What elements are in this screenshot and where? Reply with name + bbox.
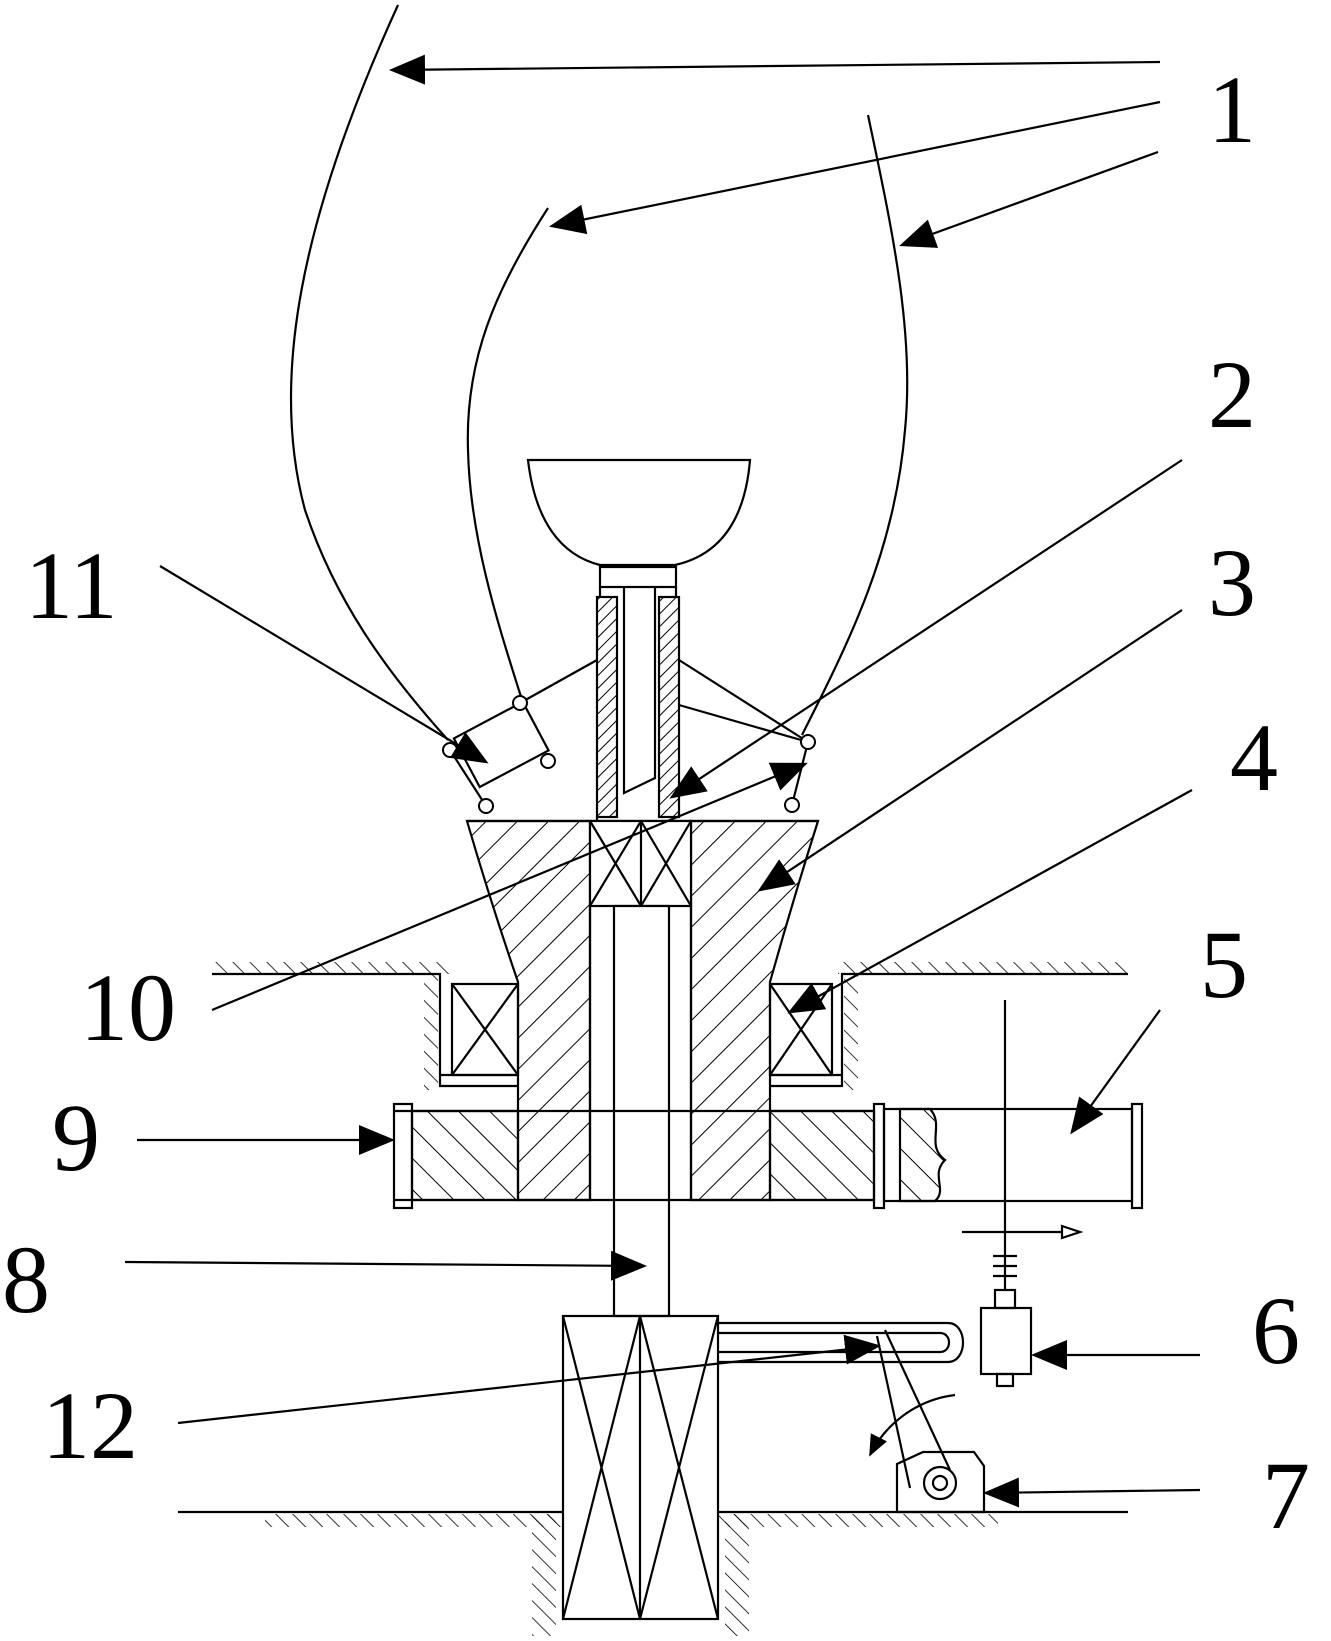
- gear-left-hatched: [412, 1111, 518, 1200]
- link-right-mid: [679, 705, 808, 742]
- label-1: 1: [1208, 56, 1256, 163]
- ground-right-hatch: [718, 1514, 998, 1527]
- label-4: 4: [1230, 704, 1278, 811]
- housing-right-side-hatch: [844, 974, 858, 1090]
- label-7: 7: [1262, 1442, 1310, 1549]
- label-9: 9: [52, 1084, 100, 1191]
- sensor-top-cap: [995, 1290, 1015, 1308]
- leader-1b: [552, 102, 1160, 226]
- petal-right: [802, 115, 907, 735]
- leader-7: [986, 1490, 1200, 1493]
- spring-band: [718, 1323, 963, 1362]
- drive-gear-rim-right: [1132, 1104, 1142, 1208]
- pivot-inner: [933, 1476, 947, 1490]
- pit-left-hatch: [532, 1514, 556, 1636]
- link-right-lower: [792, 742, 808, 805]
- sensor-bottom-cap: [997, 1374, 1013, 1386]
- joint-c: [443, 743, 457, 757]
- gear-left-rim: [394, 1104, 412, 1208]
- label-8: 8: [2, 1226, 50, 1333]
- label-10: 10: [80, 954, 176, 1061]
- label-11: 11: [25, 532, 117, 639]
- link-right-upper: [679, 660, 808, 742]
- label-3: 3: [1208, 529, 1256, 636]
- slider-block: [454, 702, 549, 787]
- link-left-upper: [520, 660, 597, 703]
- lever-arm-left: [877, 1336, 910, 1488]
- label-2: 2: [1208, 341, 1256, 448]
- spring-inner: [718, 1333, 949, 1352]
- leader-11: [160, 566, 486, 762]
- petal-left-outer: [291, 5, 448, 740]
- drive-gear-break: [900, 1109, 945, 1201]
- pivot-outer: [924, 1467, 956, 1499]
- petal-left-inner: [468, 208, 548, 700]
- joint-e: [801, 735, 815, 749]
- leader-1c: [902, 152, 1158, 245]
- cup: [528, 460, 750, 565]
- label-6: 6: [1252, 1277, 1300, 1384]
- cup-cap: [600, 567, 676, 587]
- stem-left-wall: [597, 597, 617, 817]
- label-5: 5: [1200, 911, 1248, 1018]
- pivot-bracket: [897, 1452, 984, 1512]
- housing-left-side-hatch: [424, 974, 438, 1090]
- sensor-small-arrow: [1062, 1226, 1080, 1238]
- leader-8: [125, 1262, 644, 1266]
- bearing-right-x: [770, 984, 832, 1075]
- rotation-arc: [870, 1395, 955, 1455]
- label-12: 12: [42, 1372, 138, 1479]
- stem-right-wall: [659, 597, 679, 817]
- leader-4: [790, 790, 1192, 1012]
- housing-left-top-hatch: [212, 962, 452, 974]
- stem-inner-rod: [624, 587, 655, 793]
- leader-1a: [392, 62, 1160, 70]
- joint-a: [513, 696, 527, 710]
- leader-3: [760, 610, 1182, 890]
- housing-right-outline: [770, 974, 1128, 1086]
- gear-right-hatched: [770, 1111, 874, 1200]
- joint-d: [479, 799, 493, 813]
- drive-gear-rim-left: [874, 1104, 884, 1208]
- joint-b: [541, 754, 555, 768]
- joint-f: [785, 798, 799, 812]
- ground-left-hatch: [265, 1514, 563, 1527]
- leader-2: [672, 460, 1182, 797]
- pit-right-hatch: [725, 1514, 749, 1636]
- leader-5: [1072, 1010, 1160, 1132]
- bearing-left-x: [452, 984, 518, 1075]
- sensor-body: [981, 1308, 1031, 1374]
- housing-right-top-hatch: [838, 962, 1128, 974]
- leader-12: [178, 1346, 878, 1423]
